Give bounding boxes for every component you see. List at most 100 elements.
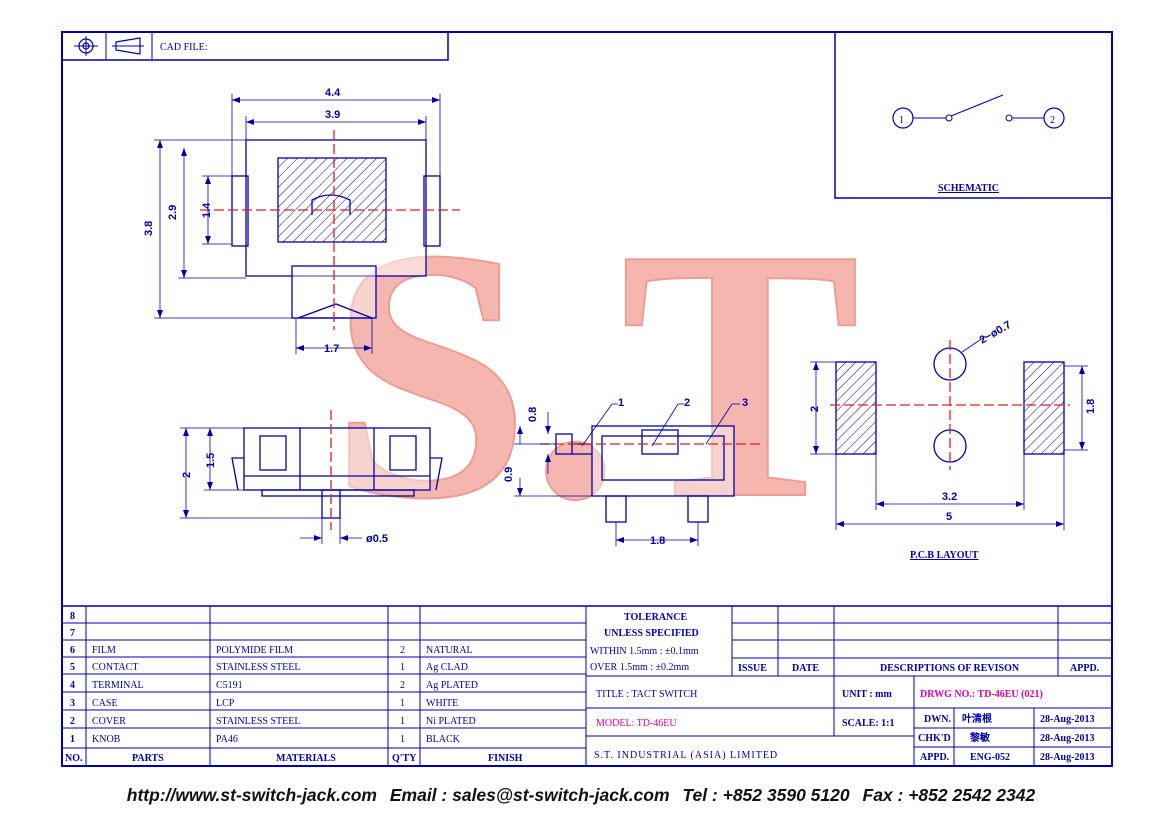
svg-text:黎敏: 黎敏 xyxy=(970,731,990,744)
svg-text:Ni PLATED: Ni PLATED xyxy=(426,716,476,727)
svg-text:STAINLESS STEEL: STAINLESS STEEL xyxy=(216,716,300,727)
tel-text: Tel : +852 3590 5120 xyxy=(682,785,850,805)
svg-text:1: 1 xyxy=(618,397,624,409)
email-text: Email : sales@st-switch-jack.com xyxy=(389,785,670,805)
svg-text:DWN.: DWN. xyxy=(924,714,951,725)
svg-text:LCP: LCP xyxy=(216,698,235,709)
top-view-dimensions: 4.4 3.9 3.8 2.9 1.4 1.7 xyxy=(143,87,441,355)
svg-text:SCALE: 1:1: SCALE: 1:1 xyxy=(842,718,895,729)
svg-text:PA46: PA46 xyxy=(216,734,238,745)
svg-text:APPD.: APPD. xyxy=(1070,663,1100,674)
svg-text:UNIT : mm: UNIT : mm xyxy=(842,689,892,700)
svg-text:KNOB: KNOB xyxy=(92,734,121,745)
table-row: 4 TERMINAL C5191 2 Ag PLATED xyxy=(70,680,478,691)
pcb-layout xyxy=(830,340,1070,470)
title-block-grid xyxy=(61,605,1113,767)
svg-text:3.2: 3.2 xyxy=(942,491,957,503)
svg-text:1: 1 xyxy=(400,662,405,673)
svg-text:1.4: 1.4 xyxy=(201,202,213,218)
svg-text:MATERIALS: MATERIALS xyxy=(276,753,336,764)
svg-text:NATURAL: NATURAL xyxy=(426,645,473,656)
cad-file-label: CAD FILE: xyxy=(160,42,208,53)
svg-text:C5191: C5191 xyxy=(216,680,243,691)
side-view xyxy=(231,410,443,530)
model-name: MODEL: TD-46EU xyxy=(596,718,677,729)
top-view xyxy=(200,130,460,330)
svg-text:1.7: 1.7 xyxy=(324,343,339,355)
svg-text:Ag PLATED: Ag PLATED xyxy=(426,680,478,691)
svg-text:2: 2 xyxy=(684,397,690,409)
table-row: 7 xyxy=(70,628,75,639)
svg-text:Q'TY: Q'TY xyxy=(392,753,417,764)
fax-text: Fax : +852 2542 2342 xyxy=(862,785,1036,805)
table-row: 1 KNOB PA46 1 BLACK xyxy=(70,734,461,745)
side-view-dimensions: 2 1.5 ø0.5 xyxy=(180,427,388,545)
svg-text:OVER 1.5mm : ±0.2mm: OVER 1.5mm : ±0.2mm xyxy=(590,662,689,673)
svg-text:28-Aug-2013: 28-Aug-2013 xyxy=(1040,714,1094,725)
svg-text:3: 3 xyxy=(70,698,75,709)
svg-text:1: 1 xyxy=(400,716,405,727)
svg-text:FILM: FILM xyxy=(92,645,116,656)
svg-text:3.9: 3.9 xyxy=(325,109,340,121)
svg-text:3: 3 xyxy=(742,397,748,409)
svg-text:7: 7 xyxy=(70,628,75,639)
svg-text:ø0.5: ø0.5 xyxy=(366,533,388,545)
svg-text:ENG-052: ENG-052 xyxy=(970,752,1010,763)
svg-text:28-Aug-2013: 28-Aug-2013 xyxy=(1040,733,1094,744)
svg-text:1.5: 1.5 xyxy=(205,453,217,468)
svg-text:PARTS: PARTS xyxy=(132,753,164,764)
svg-text:TOLERANCE: TOLERANCE xyxy=(624,612,687,623)
svg-text:2: 2 xyxy=(400,680,405,691)
drawing-title: TITLE : TACT SWITCH xyxy=(596,689,697,700)
svg-text:ISSUE: ISSUE xyxy=(738,663,767,674)
website-link[interactable]: http://www.st-switch-jack.com xyxy=(126,785,377,805)
svg-text:8: 8 xyxy=(70,611,75,622)
svg-text:28-Aug-2013: 28-Aug-2013 xyxy=(1040,752,1094,763)
svg-text:CONTACT: CONTACT xyxy=(92,662,138,673)
svg-text:WHITE: WHITE xyxy=(426,698,458,709)
svg-text:4: 4 xyxy=(70,680,75,691)
table-row: 8 xyxy=(70,611,75,622)
tolerance-block: TOLERANCE UNLESS SPECIFIED WITHIN 1.5mm … xyxy=(590,612,699,673)
svg-text:1: 1 xyxy=(70,734,75,745)
pcb-layout-label: P.C.B LAYOUT xyxy=(910,550,979,561)
svg-text:2: 2 xyxy=(1050,115,1055,126)
cad-file-header: CAD FILE: xyxy=(61,31,449,61)
svg-text:CASE: CASE xyxy=(92,698,118,709)
svg-text:STAINLESS STEEL: STAINLESS STEEL xyxy=(216,662,300,673)
svg-text:2−ø0.7: 2−ø0.7 xyxy=(978,319,1014,347)
part-balloons: 1 2 3 xyxy=(581,397,748,447)
svg-text:2: 2 xyxy=(70,716,75,727)
svg-text:1.8: 1.8 xyxy=(1085,399,1097,414)
svg-text:NO.: NO. xyxy=(65,753,83,764)
svg-text:6: 6 xyxy=(70,645,75,656)
company-name: S.T. INDUSTRIAL (ASIA) LIMITED xyxy=(594,750,778,761)
svg-text:1.8: 1.8 xyxy=(650,535,665,547)
schematic-label: SCHEMATIC xyxy=(938,183,999,194)
svg-text:2: 2 xyxy=(400,645,405,656)
svg-text:5: 5 xyxy=(946,511,952,523)
svg-text:0.8: 0.8 xyxy=(527,407,539,422)
svg-text:2: 2 xyxy=(181,472,193,478)
svg-text:UNLESS SPECIFIED: UNLESS SPECIFIED xyxy=(604,628,699,639)
svg-text:1: 1 xyxy=(400,734,405,745)
svg-text:BLACK: BLACK xyxy=(426,734,461,745)
bom-table: 8 7 6 FILM POLYMIDE FILM 2 NATURAL 5 CON… xyxy=(65,611,523,764)
title-block: TITLE : TACT SWITCH UNIT : mm DRWG NO.: … xyxy=(594,689,1094,763)
svg-text:1: 1 xyxy=(400,698,405,709)
svg-text:Ag CLAD: Ag CLAD xyxy=(426,662,468,673)
table-row: 5 CONTACT STAINLESS STEEL 1 Ag CLAD xyxy=(70,662,468,673)
svg-text:POLYMIDE FILM: POLYMIDE FILM xyxy=(216,645,293,656)
projection-symbol-icon xyxy=(74,36,144,56)
svg-text:DESCRIPTIONS OF REVISON: DESCRIPTIONS OF REVISON xyxy=(880,663,1020,674)
svg-text:2.9: 2.9 xyxy=(167,205,179,220)
svg-text:COVER: COVER xyxy=(92,716,126,727)
svg-text:5: 5 xyxy=(70,662,75,673)
svg-text:DATE: DATE xyxy=(792,663,819,674)
svg-text:TERMINAL: TERMINAL xyxy=(92,680,144,691)
svg-text:FINISH: FINISH xyxy=(488,753,523,764)
svg-text:3.8: 3.8 xyxy=(143,221,155,236)
svg-text:0.9: 0.9 xyxy=(503,467,515,482)
svg-text:叶清根: 叶清根 xyxy=(962,712,992,725)
